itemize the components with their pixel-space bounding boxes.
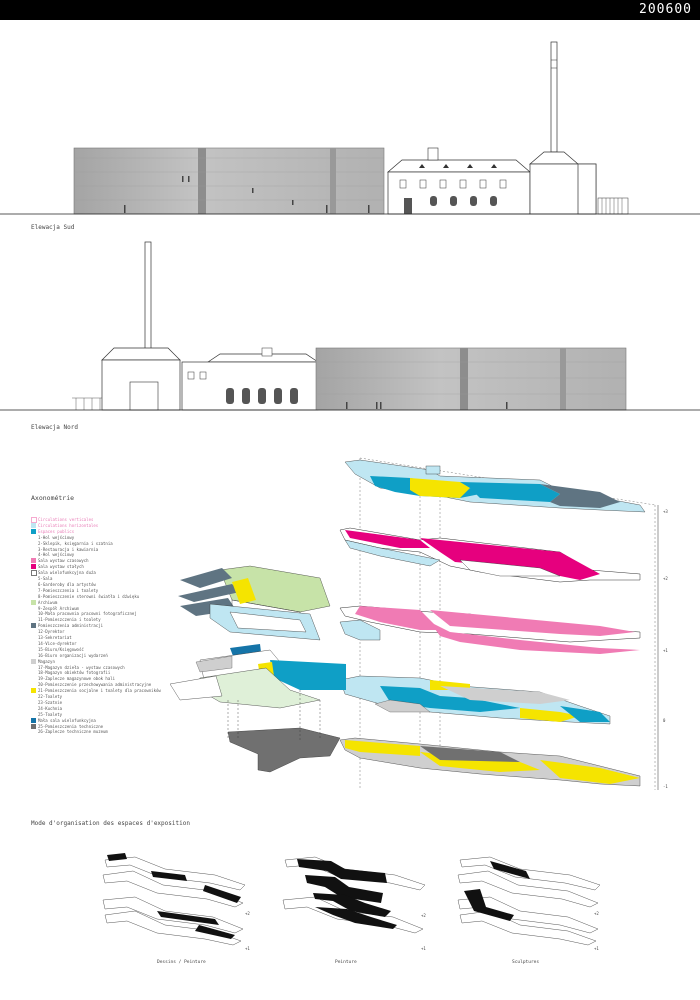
legend-item-l8: 8-Pomieszczenie sterowni światła i dźwię…: [38, 593, 140, 599]
museum-volume-north: [315, 347, 627, 411]
legend-item-l24: 24-Kuchnia: [38, 705, 63, 711]
legend-item-l6: 6-Garderoby dla artystów: [38, 581, 96, 587]
legend-swatch-sal1: [31, 558, 36, 564]
legend-item-l14: 14-Vice-dyrektor: [38, 640, 77, 646]
legend-swatch-adm: [31, 623, 36, 629]
level-label-plus3: +3: [663, 509, 668, 514]
legend-item-pub: Espaces publics: [38, 528, 75, 534]
level-plus2: [339, 527, 641, 583]
mode3-level-top: +2: [594, 911, 599, 916]
level-minus1: [339, 737, 641, 787]
historic-house-north: [181, 361, 319, 411]
legend-swatch-pub: [31, 528, 36, 534]
legend-item-l23: 23-Szatnie: [38, 699, 63, 705]
level-0: [339, 675, 611, 725]
legend-item-l12: 12-Dyrektor: [38, 629, 65, 635]
level-label-plus1: +1: [663, 648, 668, 653]
legend-item-l2: 2-Sklepik, księgarnia i szatnia: [38, 540, 113, 546]
level-label-0: 0: [663, 718, 666, 723]
legend-item-l26: 26-Zaplecze techniczne muzeum: [38, 729, 108, 735]
legend-item-l3: 3-Restauracja i kawiarnia: [38, 546, 99, 552]
project-code: 200600: [639, 2, 692, 17]
mode-drawing-2: +2 +1: [282, 856, 426, 951]
legend-item-yel: 21-Pomieszczenia socjalne i toalety dla …: [38, 688, 161, 694]
legend-item-l20: 20-Pomieszczenie przechowywania administ…: [38, 682, 152, 688]
axonometry-drawing: +3 +2 +1 0 -1: [170, 457, 668, 790]
legend-swatch-mag: [31, 658, 36, 664]
axonometry-title: Axonométrie: [31, 494, 75, 502]
old-building-stack: [170, 565, 347, 709]
legend-swatch-circ-h: [31, 522, 36, 528]
level-label-minus1: -1: [663, 784, 668, 789]
south-elevation-label: Elewacja Sud: [31, 224, 75, 231]
legend-item-l1: 1-Hol wejściowy: [38, 534, 75, 540]
level-plus3: [344, 459, 646, 513]
legend-item-l25: 25-Toalety: [38, 711, 63, 717]
legend-item-sal3: Sala wielofunkcyjna duża: [38, 570, 96, 576]
mode-drawing-1: +2 +1: [102, 853, 250, 951]
legend-swatch-sal2: [31, 564, 36, 570]
header-bar: 200600: [0, 0, 700, 20]
legend-item-circ-v: Circulations verticales: [38, 517, 94, 522]
legend-item-l16: 16-Biuro organizacji wydarzeń: [38, 652, 108, 658]
modes-title: Mode d'organisation des espaces d'exposi…: [31, 820, 190, 827]
legend-swatch-msw: [31, 717, 36, 723]
legend-item-arch: Archiwum: [38, 599, 58, 605]
legend-item-sal2: Sala wystaw stałych: [38, 564, 84, 570]
mode-drawing-3: +2 +1: [457, 856, 601, 951]
legend-swatch-circ-v: [31, 517, 37, 523]
technical-basement: [227, 727, 341, 773]
north-elevation-label: Elewacja Nord: [31, 424, 78, 431]
mode-caption-3: Sculptures: [512, 960, 540, 965]
factory-chimney: [550, 41, 558, 153]
mode-caption-1: Dessins / Peinture: [157, 960, 206, 965]
north-elevation-drawing: [0, 241, 700, 411]
level-plus1: [339, 605, 641, 654]
legend-item-l9: 9-Zespół Archiwum: [38, 605, 79, 611]
legend-item-l13: 13-Sekretariat: [38, 635, 72, 640]
legend-item-l10: 10-Mała pracownia pracowni fotograficzne…: [38, 611, 137, 617]
legend-item-l7: 7-Pomieszczenia i toalety: [38, 587, 99, 593]
legend-item-circ-h: Circulations horizontales: [38, 522, 99, 528]
legend-item-adm: Pomieszczenia administracji: [38, 623, 104, 629]
mode3-level-bottom: +1: [594, 946, 599, 951]
legend-item-l15: 15-Biuro/Księgowość: [38, 646, 84, 652]
legend-item-tech: 25-Pomieszczenia techniczne: [38, 723, 104, 729]
legend-item-l4: 4-Hol wejściowy: [38, 552, 75, 558]
south-elevation-drawing: [0, 41, 700, 215]
legend-item-msw: Mała sala wielofunkcyjna: [38, 717, 96, 723]
legend-item-l11: 11-Pomieszczenia i toalety: [38, 617, 101, 623]
legend-item-l17: 17-Magazyn dzieła - wystaw czasowych: [38, 664, 125, 670]
mode-caption-2: Peinture: [335, 960, 357, 965]
legend-item-l18: 18-Magazyn obiektów fotografii: [38, 670, 111, 676]
legend-swatch-sal3: [31, 570, 37, 577]
mode1-level-bottom: +1: [245, 946, 250, 951]
mode2-level-bottom: +1: [421, 946, 426, 951]
legend-item-l19: 19-Zaplecze magazynowe obok hali: [38, 676, 116, 682]
legend-item-l22: 22-Toalety: [38, 694, 63, 699]
legend-swatch-yel: [31, 688, 36, 694]
legend-item-mag: Magazyn: [38, 658, 55, 664]
level-label-plus2: +2: [663, 576, 668, 581]
mode1-level-top: +2: [245, 911, 250, 916]
historic-house-roof: [387, 159, 531, 173]
legend-item-l5: 5-Sala: [38, 576, 53, 581]
legend-swatch-tech: [31, 723, 36, 729]
legend-item-sal1: Sala wystaw czasowych: [38, 558, 89, 564]
legend-swatch-arch: [31, 599, 36, 605]
mode2-level-top: +2: [421, 913, 426, 918]
